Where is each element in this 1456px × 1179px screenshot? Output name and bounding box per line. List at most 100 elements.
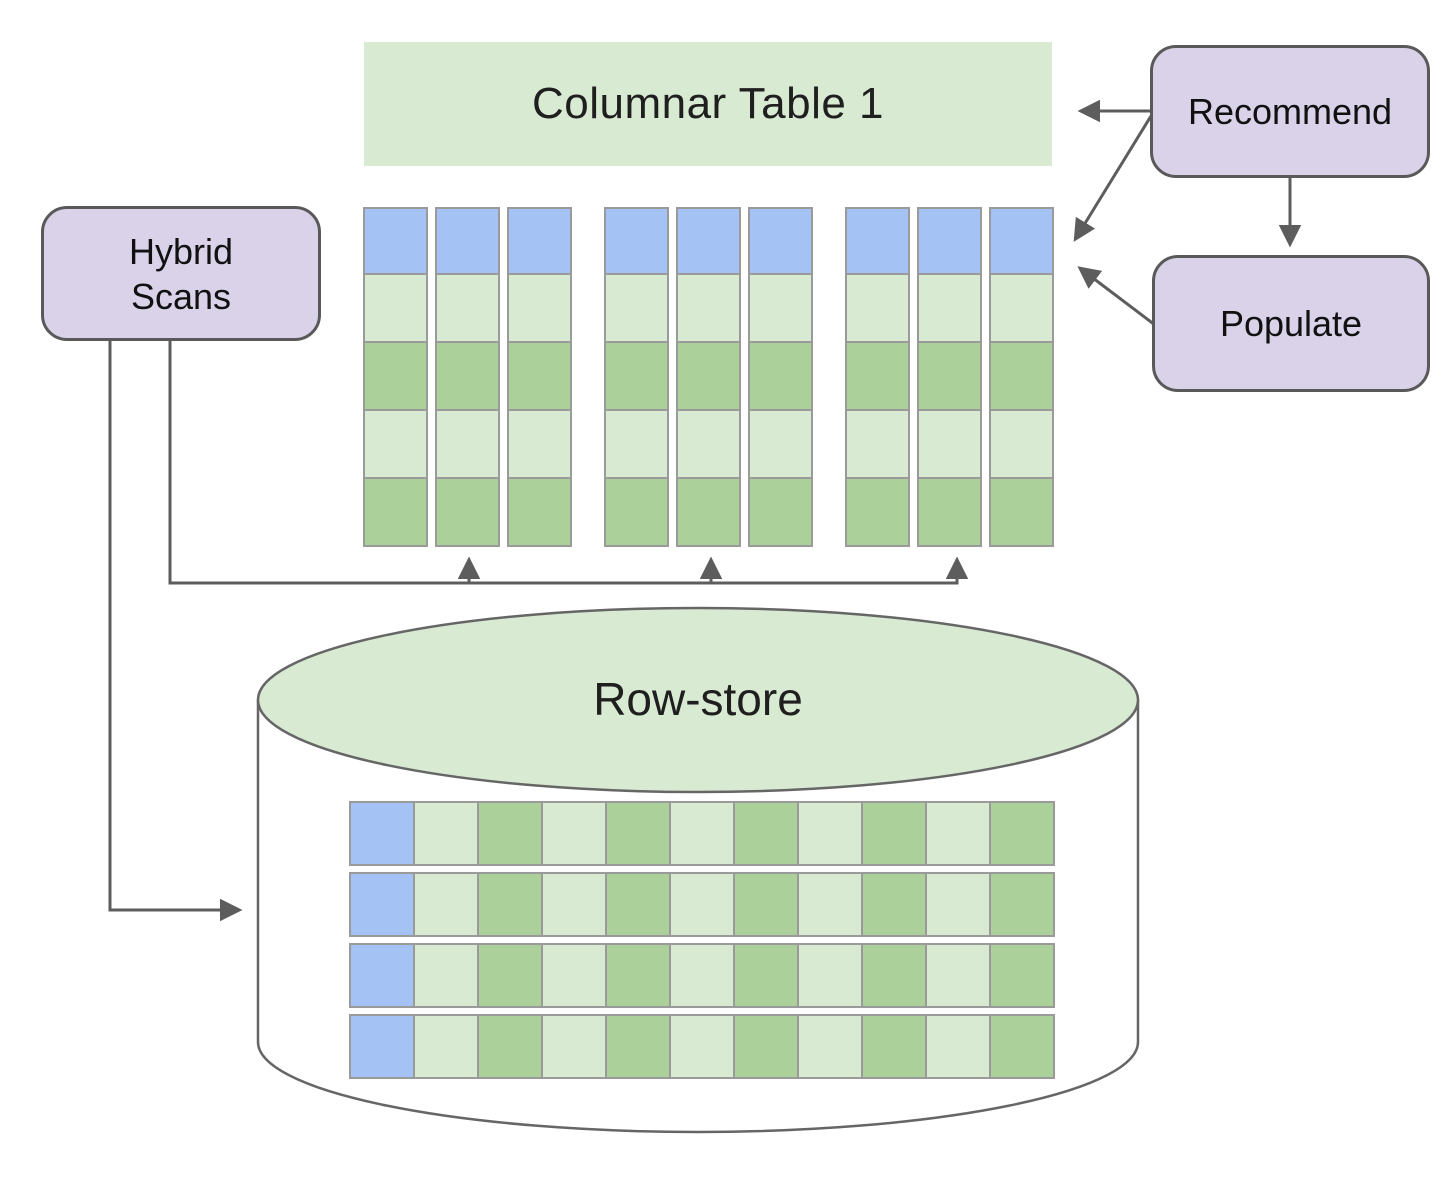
populate-label: Populate	[1219, 303, 1363, 344]
column	[748, 207, 813, 547]
arrow-recommend-to-columns	[1073, 115, 1153, 242]
column-data-cell	[435, 409, 500, 479]
row-data-cell	[733, 1014, 799, 1079]
column-data-cell	[435, 477, 500, 547]
columnar-groups	[363, 207, 1054, 547]
recommend-box: Recommend	[1150, 45, 1430, 178]
arrow-hybrid-to-rowstore	[108, 341, 243, 922]
column-data-cell	[363, 409, 428, 479]
column-data-cell	[507, 409, 572, 479]
column-data-cell	[676, 477, 741, 547]
row-data-cell	[797, 943, 863, 1008]
row-data-cell	[669, 943, 735, 1008]
column-data-cell	[989, 273, 1054, 343]
row-data-cell	[925, 943, 991, 1008]
row-data-cell	[669, 1014, 735, 1079]
column-data-cell	[604, 477, 669, 547]
column-group	[604, 207, 813, 547]
column-data-cell	[507, 341, 572, 411]
column	[507, 207, 572, 547]
column-group	[845, 207, 1054, 547]
column-data-cell	[917, 409, 982, 479]
column-data-cell	[507, 477, 572, 547]
row-data-cell	[605, 943, 671, 1008]
column	[604, 207, 669, 547]
column-data-cell	[748, 341, 813, 411]
column	[989, 207, 1054, 547]
row-data-cell	[925, 872, 991, 937]
column-header-cell	[676, 207, 741, 275]
columnar-table-banner: Columnar Table 1	[364, 42, 1052, 166]
column-data-cell	[676, 341, 741, 411]
row-data-cell	[541, 872, 607, 937]
row-data-cell	[861, 943, 927, 1008]
row-data-cell	[733, 943, 799, 1008]
row-store-row	[349, 801, 1055, 866]
row-data-cell	[477, 1014, 543, 1079]
column-data-cell	[748, 273, 813, 343]
row-data-cell	[733, 801, 799, 866]
row-data-cell	[541, 943, 607, 1008]
column-data-cell	[845, 341, 910, 411]
row-data-cell	[669, 801, 735, 866]
column-data-cell	[917, 273, 982, 343]
row-data-cell	[669, 872, 735, 937]
row-data-cell	[797, 801, 863, 866]
column-header-cell	[917, 207, 982, 275]
hybrid-scans-box: Hybrid Scans	[41, 206, 321, 341]
row-data-cell	[861, 1014, 927, 1079]
column-data-cell	[676, 409, 741, 479]
row-data-cell	[925, 801, 991, 866]
column-data-cell	[435, 341, 500, 411]
column-data-cell	[604, 341, 669, 411]
cylinder-top-ellipse	[256, 606, 1140, 794]
row-data-cell	[989, 943, 1055, 1008]
row-key-cell	[349, 801, 415, 866]
row-data-cell	[861, 872, 927, 937]
row-data-cell	[797, 1014, 863, 1079]
row-data-cell	[989, 872, 1055, 937]
row-key-cell	[349, 1014, 415, 1079]
row-data-cell	[541, 1014, 607, 1079]
row-data-cell	[413, 1014, 479, 1079]
column-header-cell	[507, 207, 572, 275]
row-data-cell	[413, 872, 479, 937]
row-store-row	[349, 1014, 1055, 1079]
row-data-cell	[413, 943, 479, 1008]
row-data-cell	[989, 1014, 1055, 1079]
row-data-cell	[605, 872, 671, 937]
column-data-cell	[989, 409, 1054, 479]
column-header-cell	[989, 207, 1054, 275]
row-data-cell	[477, 872, 543, 937]
row-data-cell	[733, 872, 799, 937]
column-data-cell	[676, 273, 741, 343]
columnar-table-title: Columnar Table 1	[531, 79, 885, 128]
hybrid-scans-label: Hybrid Scans	[128, 230, 234, 317]
row-key-cell	[349, 872, 415, 937]
row-data-cell	[797, 872, 863, 937]
column-data-cell	[363, 273, 428, 343]
column-data-cell	[917, 341, 982, 411]
column-header-cell	[435, 207, 500, 275]
populate-box: Populate	[1152, 255, 1430, 392]
recommend-label: Recommend	[1187, 91, 1393, 132]
column-data-cell	[845, 409, 910, 479]
row-store-row	[349, 872, 1055, 937]
column-data-cell	[989, 341, 1054, 411]
column-data-cell	[435, 273, 500, 343]
column-data-cell	[748, 409, 813, 479]
column	[917, 207, 982, 547]
arrow-populate-to-columns	[1077, 266, 1156, 327]
row-key-cell	[349, 943, 415, 1008]
row-data-cell	[541, 801, 607, 866]
row-data-cell	[925, 1014, 991, 1079]
column-data-cell	[604, 273, 669, 343]
column-header-cell	[845, 207, 910, 275]
column-data-cell	[363, 341, 428, 411]
column	[845, 207, 910, 547]
row-store-table	[349, 801, 1055, 1079]
column	[435, 207, 500, 547]
arrow-hybrid-to-group3	[168, 341, 969, 585]
row-data-cell	[413, 801, 479, 866]
